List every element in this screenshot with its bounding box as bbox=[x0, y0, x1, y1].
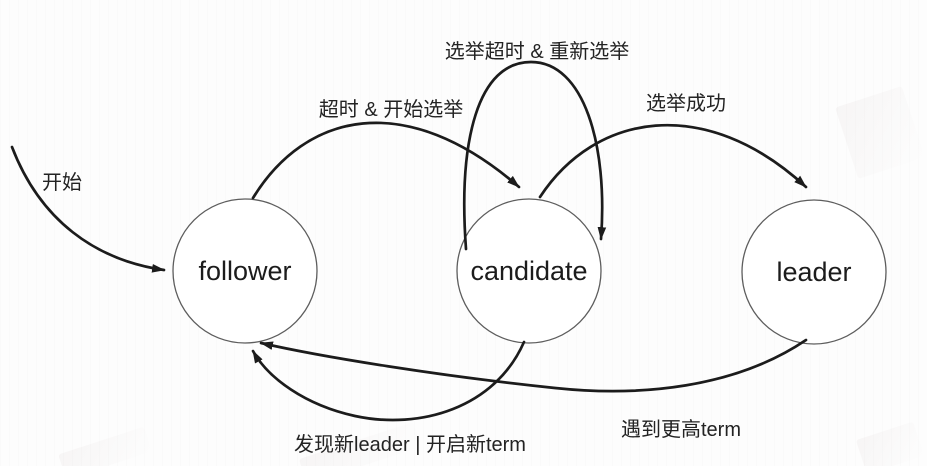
transition-timeout-start-election-label: 超时 & 开始选举 bbox=[319, 98, 463, 121]
state-follower-circle bbox=[172, 198, 318, 344]
state-leader-circle bbox=[741, 199, 887, 345]
state-candidate-label: candidate bbox=[470, 256, 587, 286]
state-candidate-circle bbox=[456, 198, 602, 344]
state-leader-label: leader bbox=[776, 257, 851, 287]
transition-start-arrow bbox=[10, 145, 166, 273]
transition-timeout-start-election-arrow bbox=[251, 121, 521, 200]
transition-encounter-higher-term-label: 遇到更高term bbox=[621, 418, 741, 441]
transition-election-success-label: 选举成功 bbox=[646, 92, 726, 115]
transition-election-timeout-reelect-label: 选举超时 & 重新选举 bbox=[445, 40, 629, 63]
transition-election-timeout-reelect-arrow bbox=[462, 60, 607, 251]
transition-election-success-arrow bbox=[538, 123, 808, 199]
transition-encounter-higher-term-arrow bbox=[259, 338, 808, 393]
transition-discover-new-leader-label: 发现新leader | 开启新term bbox=[294, 433, 526, 456]
transition-start-label: 开始 bbox=[42, 171, 82, 194]
transition-discover-new-leader-arrow bbox=[251, 340, 526, 422]
state-follower-label: follower bbox=[198, 256, 291, 286]
